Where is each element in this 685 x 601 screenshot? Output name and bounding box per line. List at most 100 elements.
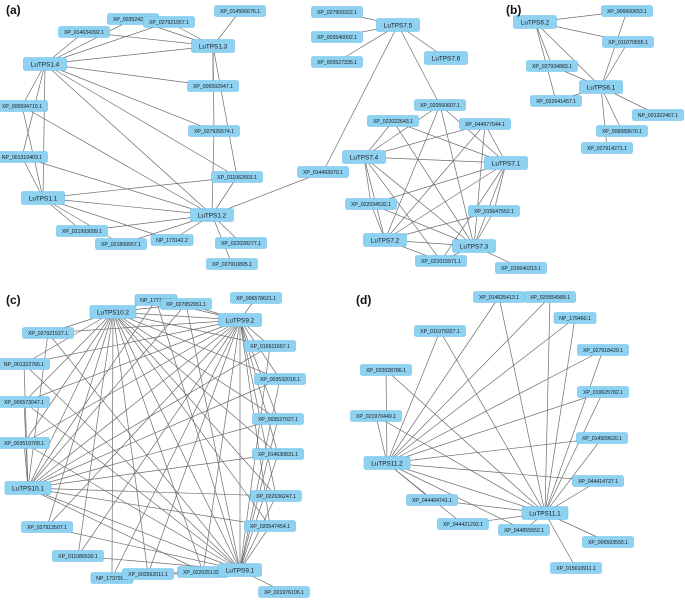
- edge-c-31: [27, 319, 241, 489]
- node-c9[interactable]: XP_003532016.1: [254, 373, 306, 385]
- node-box: [244, 520, 296, 532]
- node-d4[interactable]: NP_179460.1: [553, 312, 597, 324]
- node-a20[interactable]: XP_027909322.1: [311, 6, 363, 18]
- node-box: [244, 340, 296, 352]
- node-b6[interactable]: XP_022641457.1: [530, 95, 582, 107]
- node-c2[interactable]: LuTPS10.2: [89, 305, 137, 319]
- node-a17[interactable]: XP_022028277.1: [215, 237, 267, 249]
- node-a28[interactable]: LuTPS7.4: [342, 150, 386, 164]
- node-a19[interactable]: XP_027910805.1: [206, 258, 258, 270]
- node-c15[interactable]: XP_022636247.1: [250, 490, 302, 502]
- node-c10[interactable]: XP_006573047.1: [0, 396, 50, 408]
- node-a31[interactable]: XP_015647552.1: [468, 205, 520, 217]
- node-c5[interactable]: XP_027921527.1: [22, 327, 74, 339]
- node-box: [22, 327, 74, 339]
- node-b9[interactable]: XP_027914271.1: [581, 142, 633, 154]
- edge-a-35: [322, 24, 399, 173]
- node-a3[interactable]: XP_014634392.1: [58, 26, 110, 38]
- node-c23[interactable]: XP_021976106.1: [258, 586, 310, 598]
- node-label: XP_021976106.1: [264, 590, 304, 596]
- node-a6[interactable]: LuTPS1.4: [23, 57, 67, 71]
- node-label: LuTPS7.4: [350, 154, 379, 161]
- node-b7[interactable]: NP_001322467.1: [632, 109, 684, 121]
- nodes-layer: XP_003524218.1XP_014506676.1XP_014634392…: [0, 5, 684, 598]
- node-b5[interactable]: LuTPS6.1: [579, 80, 623, 94]
- node-a10[interactable]: NP_001310403.1: [0, 151, 48, 163]
- node-a8[interactable]: XP_006594710.1: [0, 100, 48, 112]
- node-b1[interactable]: LuTPS6.2: [513, 15, 557, 29]
- node-d7[interactable]: XP_019625782.1: [577, 386, 629, 398]
- node-a16[interactable]: NP_173142.2: [150, 234, 194, 246]
- node-a24[interactable]: XP_003527335.1: [311, 56, 363, 68]
- edge-c-42: [27, 332, 49, 489]
- node-c8[interactable]: NP_001322766.1: [0, 358, 50, 370]
- node-d17[interactable]: XP_015610911.1: [550, 562, 602, 574]
- node-c7[interactable]: XP_016611697.1: [244, 340, 296, 352]
- node-a26[interactable]: XP_022022643.1: [367, 115, 419, 127]
- node-box: [150, 234, 194, 246]
- node-label: XP_044414727.1: [578, 479, 618, 485]
- node-a15[interactable]: XP_021993099.1: [56, 225, 108, 237]
- node-d6[interactable]: XP_022028786.1: [360, 364, 412, 376]
- node-a5[interactable]: LuTPS1.3: [191, 39, 235, 53]
- node-d9[interactable]: XP_014509620.1: [576, 432, 628, 444]
- node-a12[interactable]: XP_014493970.1: [297, 166, 349, 178]
- node-d8[interactable]: XP_021970449.1: [350, 410, 402, 422]
- node-a11[interactable]: XP_011062603.1: [211, 171, 263, 183]
- node-a4[interactable]: XP_027921957.1: [143, 16, 195, 28]
- node-label: LuTPS1.3: [199, 43, 228, 50]
- node-c17[interactable]: XP_020547454.1: [244, 520, 296, 532]
- node-c20[interactable]: XP_003562011.1: [122, 568, 174, 580]
- node-d2[interactable]: XP_020554989.1: [524, 291, 576, 303]
- node-c4[interactable]: XP_006578621.1: [230, 292, 282, 304]
- node-c6[interactable]: LuTPS9.2: [218, 313, 262, 327]
- node-a30[interactable]: XP_022034532.1: [345, 198, 397, 210]
- node-d1[interactable]: XP_014625413.1: [473, 291, 525, 303]
- node-c22[interactable]: LuTPS9.1: [218, 563, 262, 577]
- node-label: XP_003519709.1: [4, 441, 44, 447]
- node-a18[interactable]: XP_021899957.1: [95, 238, 147, 250]
- node-d15[interactable]: LuTPS11.1: [521, 506, 569, 520]
- node-a33[interactable]: LuTPS7.3: [452, 239, 496, 253]
- node-d11[interactable]: XP_044414727.1: [572, 475, 624, 487]
- node-c3[interactable]: XP_027952951.1: [160, 298, 212, 310]
- node-a14[interactable]: LuTPS1.2: [190, 208, 234, 222]
- node-b2[interactable]: XP_006600653.1: [601, 5, 653, 17]
- node-label: LuTPS10.2: [97, 309, 129, 316]
- node-a7[interactable]: XP_006592947.1: [187, 80, 239, 92]
- node-b4[interactable]: XP_027934883.1: [526, 60, 578, 72]
- node-a9[interactable]: XP_027926574.1: [188, 125, 240, 137]
- node-a22[interactable]: XP_003540002.1: [311, 31, 363, 43]
- panel-label-c: (c): [6, 293, 21, 307]
- node-label: LuTPS7.5: [384, 22, 413, 29]
- node-c12[interactable]: XP_003519709.1: [0, 437, 50, 449]
- node-a13[interactable]: LuTPS1.1: [21, 191, 65, 205]
- node-d3[interactable]: XP_011079327.1: [414, 325, 466, 337]
- node-box: [524, 291, 576, 303]
- edge-d-4: [386, 349, 604, 464]
- node-c11[interactable]: XP_003527027.1: [252, 413, 304, 425]
- node-d16[interactable]: XP_006593555.1: [582, 536, 634, 548]
- node-d5[interactable]: XP_027918429.1: [577, 344, 629, 356]
- node-a35[interactable]: XP_015640313.1: [495, 262, 547, 274]
- node-b8[interactable]: XP_006589670.1: [596, 125, 648, 137]
- node-a23[interactable]: LuTPS7.6: [424, 51, 468, 65]
- node-d10[interactable]: LuTPS11.2: [363, 456, 411, 470]
- node-c14[interactable]: LuTPS10.1: [4, 481, 52, 495]
- node-d14[interactable]: XP_044855552.1: [498, 524, 550, 536]
- node-a32[interactable]: LuTPS7.2: [363, 233, 407, 247]
- node-d12[interactable]: XP_044404741.1: [406, 494, 458, 506]
- node-c16[interactable]: XP_027913507.1: [21, 521, 73, 533]
- node-b3[interactable]: XP_011070555.1: [602, 36, 654, 48]
- node-d13[interactable]: XP_044421292.1: [437, 518, 489, 530]
- node-a25[interactable]: XP_020550607.1: [414, 99, 466, 111]
- node-c18[interactable]: XP_011086530.1: [52, 550, 104, 562]
- node-a29[interactable]: LuTPS7.1: [484, 156, 528, 170]
- node-a27[interactable]: XP_044977044.1: [459, 118, 511, 130]
- node-c13[interactable]: XP_014630831.1: [252, 448, 304, 460]
- node-a2[interactable]: XP_014506676.1: [214, 5, 266, 17]
- node-a21[interactable]: LuTPS7.5: [376, 18, 420, 32]
- node-a34[interactable]: XP_022015971.1: [415, 255, 467, 267]
- edge-c-63: [239, 453, 279, 571]
- node-label: XP_014509620.1: [582, 436, 622, 442]
